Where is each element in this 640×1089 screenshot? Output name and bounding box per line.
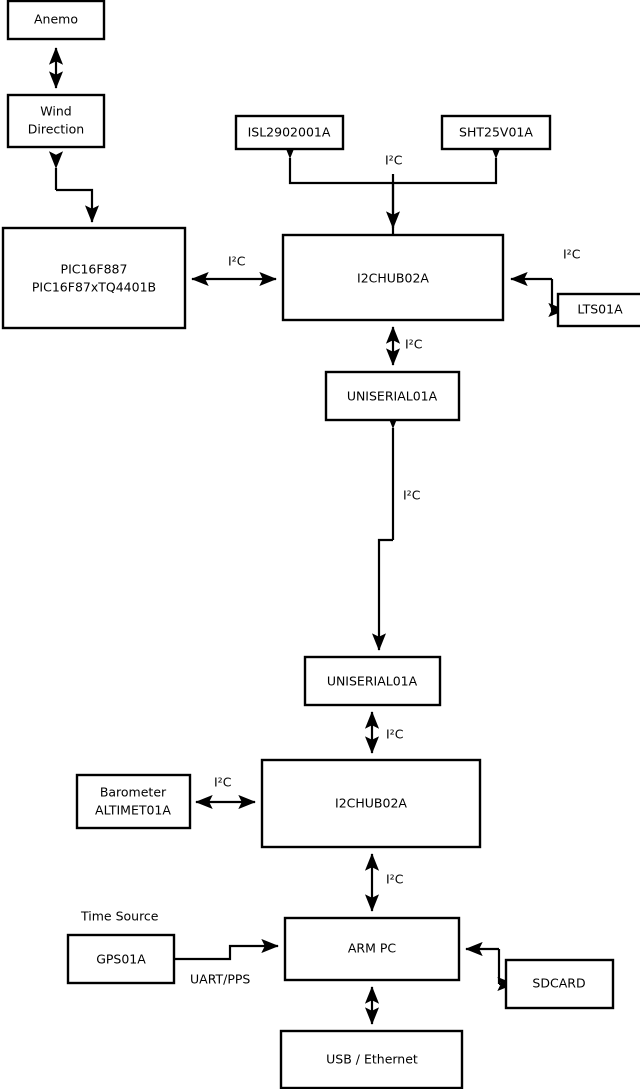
- connector-uniserial-link: [371, 538, 393, 651]
- label-time-source: Time Source: [80, 909, 159, 924]
- node-arm-pc[interactable]: [283, 916, 461, 982]
- node-i2chub02a-bottom[interactable]: [260, 758, 482, 849]
- node-wind-direction-label-line1: Wind: [40, 104, 71, 119]
- node-uniserial01a-lower[interactable]: [303, 655, 442, 707]
- connector-lts-elbow: [550, 279, 554, 312]
- node-gps01a-label: GPS01A: [96, 952, 146, 967]
- node-sht25v01a[interactable]: [440, 114, 552, 151]
- edge-label-hubbottom-armpc: I²C: [386, 872, 404, 887]
- node-arm-pc-label: ARM PC: [348, 941, 397, 956]
- node-lts01a-label: LTS01A: [577, 302, 623, 317]
- node-barometer-label-line1: Barometer: [100, 785, 167, 800]
- node-sdcard-label: SDCARD: [532, 976, 585, 991]
- node-wind-direction-label-line2: Direction: [28, 122, 84, 137]
- node-isl2902001a[interactable]: [234, 114, 345, 151]
- node-isl2902001a-label: ISL2902001A: [248, 125, 331, 140]
- node-usb-ethernet[interactable]: [279, 1029, 464, 1089]
- node-barometer[interactable]: [75, 773, 192, 830]
- node-wind-direction[interactable]: [6, 93, 106, 149]
- connector-bus-isl: [282, 141, 393, 185]
- connector-gps-armpc: [173, 938, 279, 961]
- edge-label-gps-armpc: UART/PPS: [190, 972, 250, 987]
- node-lts01a[interactable]: [556, 292, 640, 328]
- node-pic-label-line2: PIC16F87xTQ4401B: [32, 280, 156, 295]
- node-sht25v01a-label: SHT25V01A: [459, 125, 533, 140]
- edge-label-uniserial2-hubbottom: I²C: [386, 727, 404, 742]
- node-i2chub02a-top[interactable]: [281, 233, 505, 322]
- node-i2chub02a-top-label: I2CHUB02A: [357, 271, 429, 286]
- node-anemo[interactable]: [6, 0, 106, 41]
- node-uniserial01a-upper-label: UNISERIAL01A: [347, 389, 438, 404]
- node-sdcard[interactable]: [504, 958, 615, 1010]
- node-uniserial01a-upper[interactable]: [324, 370, 461, 422]
- edge-label-barometer-hub: I²C: [214, 775, 232, 790]
- node-barometer-label-line2: ALTIMET01A: [95, 803, 171, 818]
- connector-wind-pic: [56, 188, 100, 223]
- node-pic-label-line1: PIC16F887: [61, 262, 128, 277]
- edge-label-isl-sht-bus: I²C: [385, 153, 403, 168]
- edge-label-pic-hub: I²C: [228, 254, 246, 269]
- node-anemo-label: Anemo: [34, 12, 78, 27]
- edge-label-hub-uniserial1: I²C: [405, 337, 423, 352]
- edge-label-hub-lts: I²C: [563, 247, 581, 262]
- connector-bus-sht: [393, 141, 504, 185]
- node-usb-ethernet-label: USB / Ethernet: [326, 1052, 418, 1067]
- node-pic[interactable]: [1, 226, 187, 330]
- node-i2chub02a-bottom-label: I2CHUB02A: [335, 796, 407, 811]
- node-gps01a[interactable]: [66, 933, 176, 985]
- edge-label-uniserial-link: I²C: [403, 488, 421, 503]
- node-uniserial01a-lower-label: UNISERIAL01A: [327, 674, 418, 689]
